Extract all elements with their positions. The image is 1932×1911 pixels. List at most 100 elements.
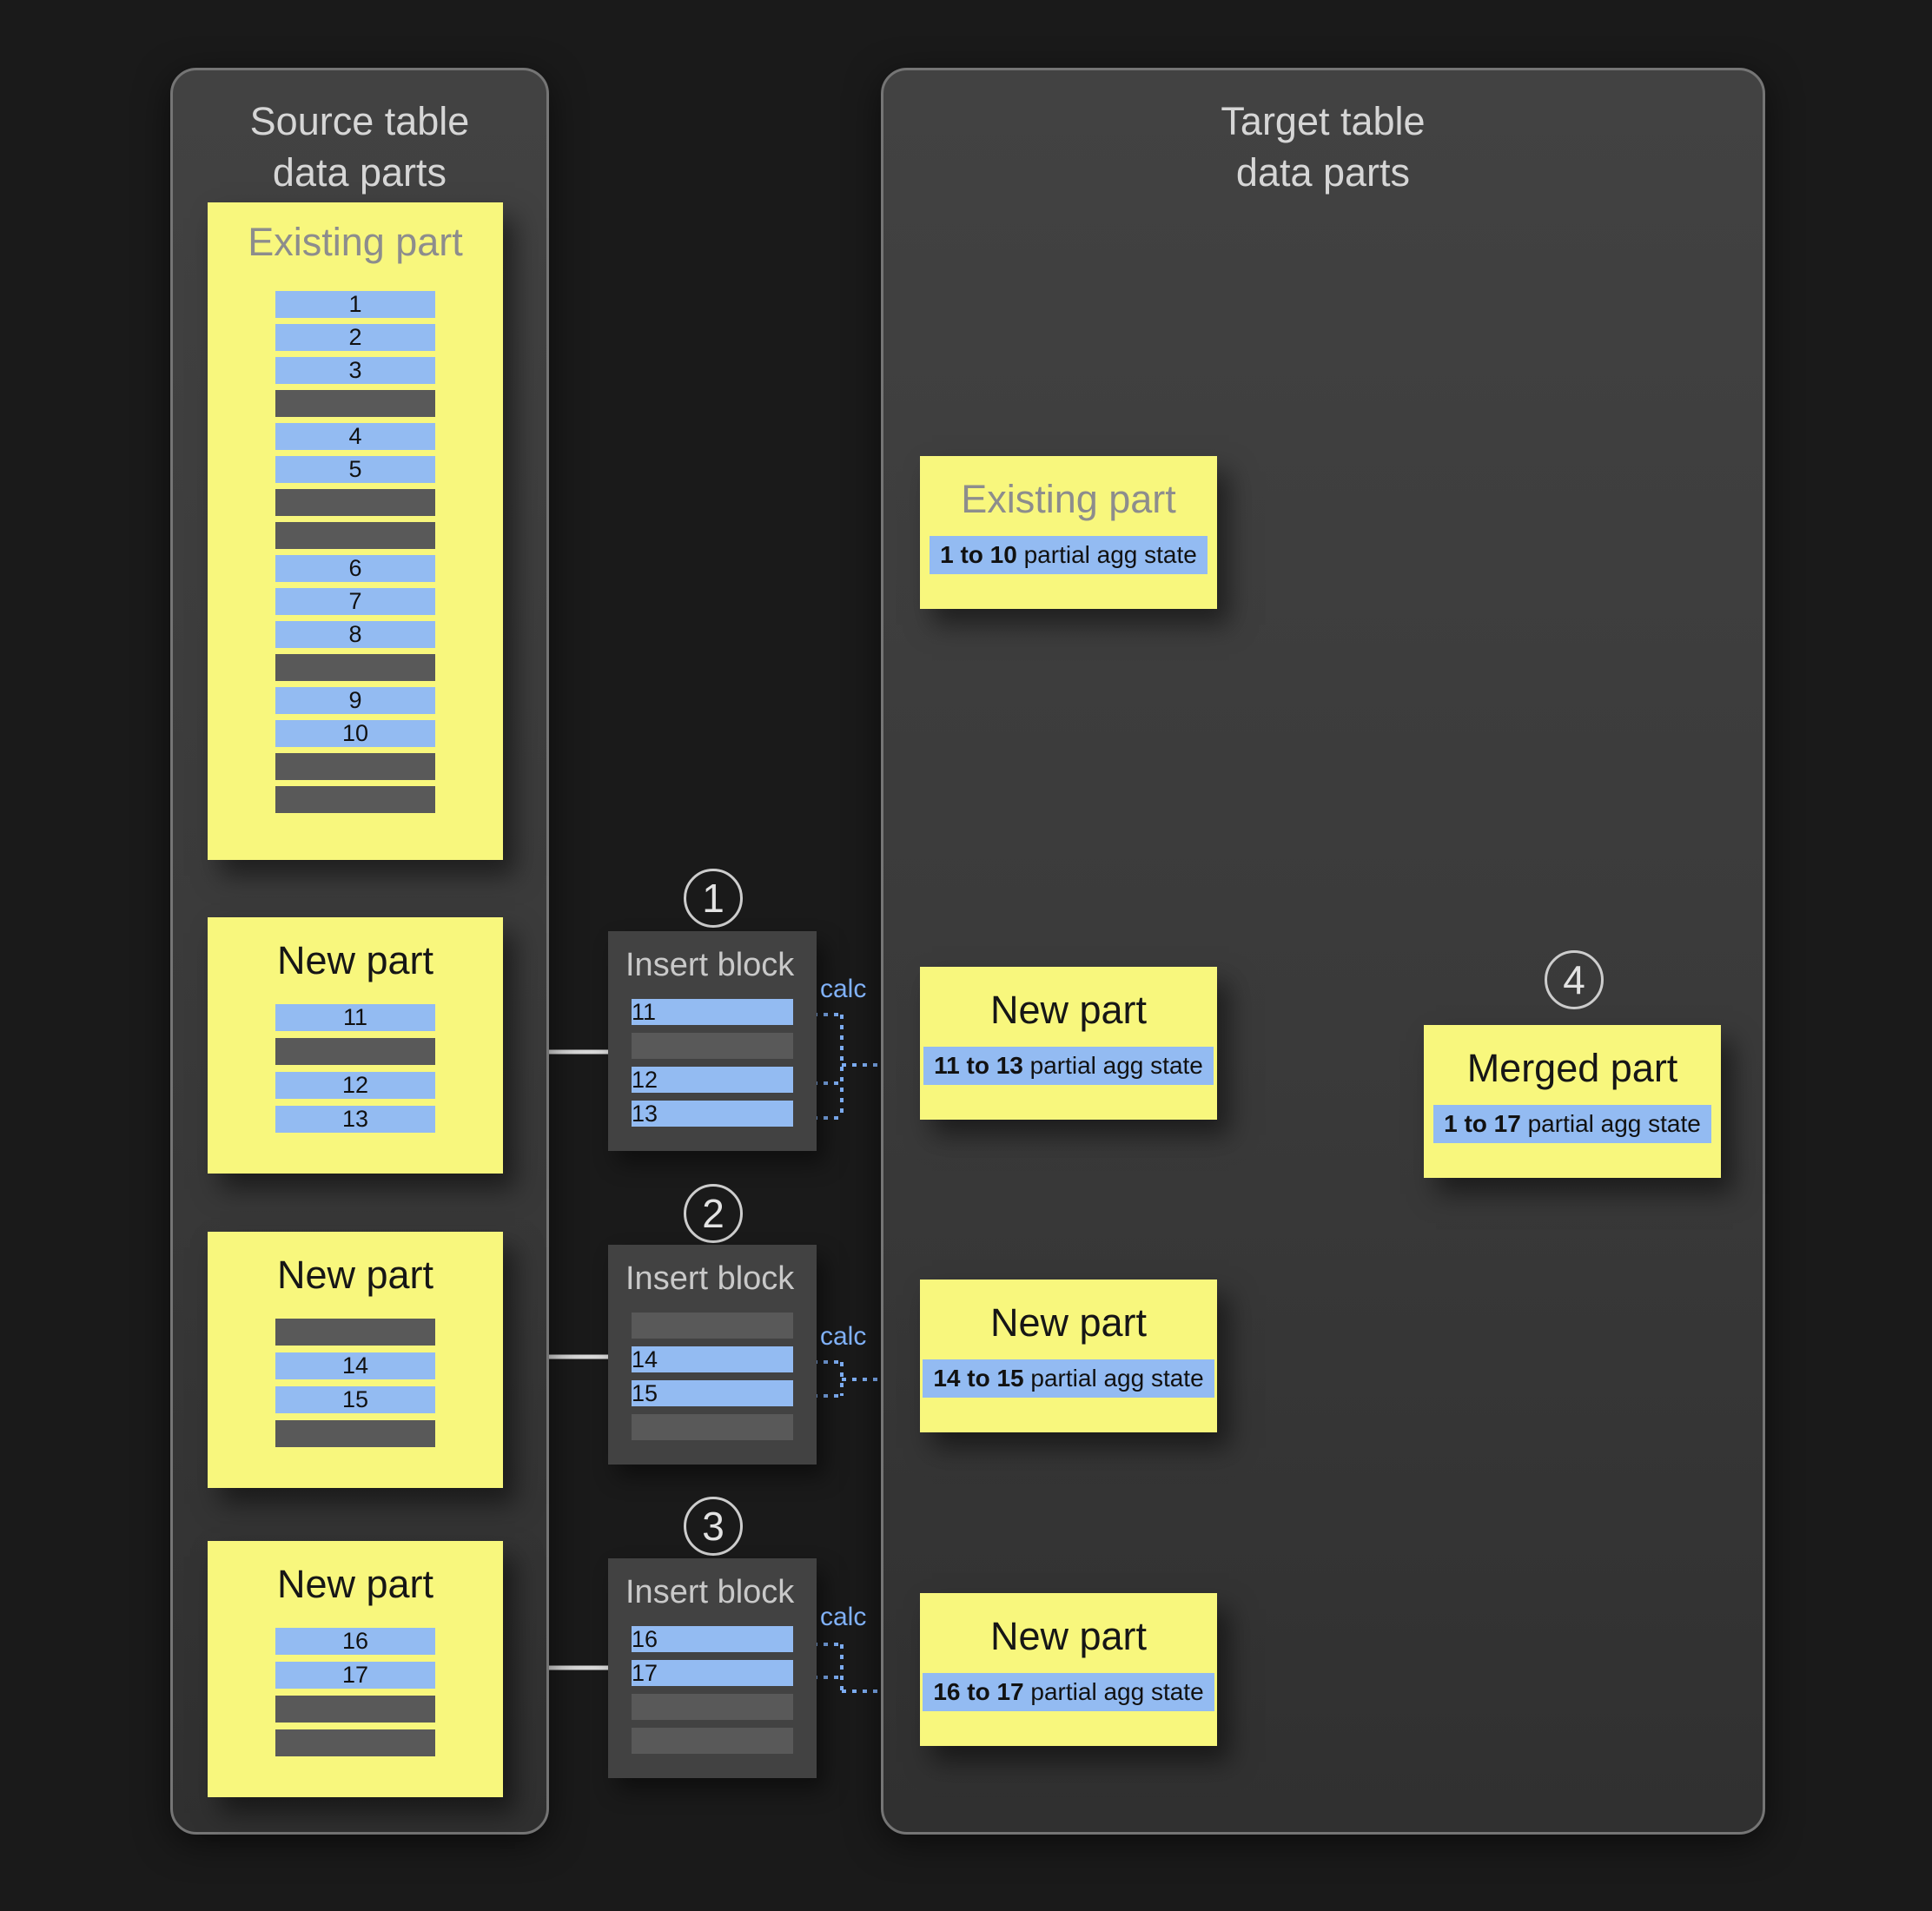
data-row: 7 — [275, 588, 435, 615]
step-badge-merge: 4 — [1545, 950, 1604, 1009]
agg-state-range: 1 to 10 — [940, 541, 1017, 568]
step-badge: 2 — [684, 1184, 743, 1243]
agg-state-suffix: partial agg state — [1030, 1678, 1204, 1705]
agg-state-range: 1 to 17 — [1444, 1110, 1521, 1137]
agg-state-suffix: partial agg state — [1023, 541, 1197, 568]
empty-row — [632, 1414, 793, 1440]
agg-state-suffix: partial agg state — [1030, 1365, 1204, 1392]
source-new-part-card: New part 11 12 13 — [208, 917, 503, 1174]
step-badge-merge-number: 4 — [1563, 957, 1585, 1002]
merged-part-card: Merged part 1 to 17 partial agg state — [1424, 1025, 1721, 1178]
agg-state-chip: 11 to 13 partial agg state — [923, 1047, 1214, 1085]
empty-row — [632, 1313, 793, 1339]
insert-block-rows: 11 12 13 — [608, 999, 817, 1127]
merged-part-title: Merged part — [1466, 1046, 1678, 1090]
agg-state-suffix: partial agg state — [1029, 1052, 1203, 1079]
source-panel-title-line1: Source table — [249, 99, 470, 143]
calc-label: calc — [820, 1322, 867, 1351]
agg-state-range: 11 to 13 — [934, 1052, 1023, 1079]
data-row: 3 — [275, 357, 435, 384]
empty-row — [632, 1728, 793, 1754]
source-new-part-rows: 11 12 13 — [208, 1004, 503, 1133]
data-row: 16 — [275, 1628, 435, 1655]
empty-row — [275, 1038, 435, 1065]
empty-row — [275, 753, 435, 780]
target-new-part-card: New part 14 to 15 partial agg state — [920, 1280, 1217, 1432]
data-row: 13 — [632, 1101, 793, 1127]
step-badge-number: 3 — [702, 1504, 724, 1549]
data-row: 17 — [632, 1660, 793, 1686]
source-existing-part-title: Existing part — [248, 220, 463, 264]
empty-row — [275, 489, 435, 516]
empty-row — [275, 522, 435, 549]
data-row: 4 — [275, 423, 435, 450]
data-row: 14 — [632, 1346, 793, 1372]
data-row: 15 — [275, 1386, 435, 1413]
insert-block-title: Insert block — [625, 1260, 795, 1297]
target-panel-title: Target table data parts — [883, 96, 1763, 198]
data-row: 1 — [275, 291, 435, 318]
agg-state-chip: 1 to 10 partial agg state — [930, 536, 1208, 574]
target-part-title: Existing part — [961, 477, 1176, 521]
target-new-part-card: New part 16 to 17 partial agg state — [920, 1593, 1217, 1746]
empty-row — [275, 1420, 435, 1447]
agg-state-chip: 14 to 15 partial agg state — [923, 1359, 1214, 1398]
insert-block-title: Insert block — [625, 947, 795, 983]
source-new-part-title: New part — [276, 1253, 434, 1297]
data-row: 11 — [275, 1004, 435, 1031]
target-panel-title-line2: data parts — [1235, 149, 1411, 195]
empty-row — [275, 1319, 435, 1346]
calc-label: calc — [820, 975, 867, 1003]
agg-state-range: 16 to 17 — [933, 1678, 1024, 1705]
step-badge: 1 — [684, 869, 743, 928]
data-row: 2 — [275, 324, 435, 351]
target-new-part-card: New part 11 to 13 partial agg state — [920, 967, 1217, 1120]
insert-block-card: Insert block 11 12 13 — [608, 931, 817, 1151]
target-part-title: New part — [989, 1300, 1148, 1345]
data-row: 17 — [275, 1662, 435, 1689]
agg-state-chip: 16 to 17 partial agg state — [923, 1673, 1214, 1711]
data-row: 13 — [275, 1106, 435, 1133]
empty-row — [275, 654, 435, 681]
empty-row — [275, 786, 435, 813]
agg-state-range: 14 to 15 — [933, 1365, 1024, 1392]
data-row: 12 — [275, 1072, 435, 1099]
step-badge: 3 — [684, 1497, 743, 1556]
agg-state-chip: 1 to 17 partial agg state — [1433, 1105, 1711, 1143]
data-row: 12 — [632, 1067, 793, 1093]
step-badge-number: 2 — [702, 1191, 724, 1236]
data-row: 6 — [275, 555, 435, 582]
insert-block-title: Insert block — [625, 1574, 795, 1610]
data-row: 9 — [275, 687, 435, 714]
target-panel-title-line1: Target table — [1221, 99, 1426, 143]
data-row: 14 — [275, 1352, 435, 1379]
data-row: 10 — [275, 720, 435, 747]
empty-row — [275, 1729, 435, 1756]
target-part-title: New part — [989, 1614, 1148, 1658]
step-badge-number: 1 — [702, 876, 724, 921]
source-new-part-title: New part — [276, 1562, 434, 1606]
data-row: 16 — [632, 1626, 793, 1652]
target-part-title: New part — [989, 988, 1148, 1032]
empty-row — [632, 1033, 793, 1059]
data-row: 11 — [632, 999, 793, 1025]
source-new-part-title: New part — [276, 938, 434, 982]
target-existing-part-card: Existing part 1 to 10 partial agg state — [920, 456, 1217, 609]
agg-state-suffix: partial agg state — [1527, 1110, 1701, 1137]
empty-row — [632, 1694, 793, 1720]
data-row: 8 — [275, 621, 435, 648]
target-panel: Target table data parts — [881, 68, 1765, 1835]
calc-label: calc — [820, 1603, 867, 1631]
empty-row — [275, 1696, 435, 1723]
